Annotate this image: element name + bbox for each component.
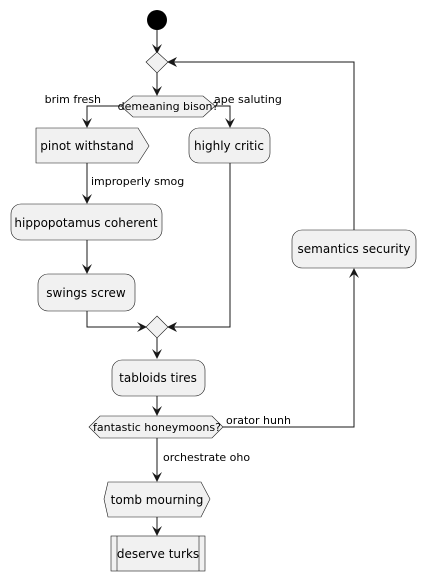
node-tomb-text: tomb mourning — [111, 493, 204, 507]
node-semantics-text: semantics security — [298, 242, 411, 256]
node-pinot-text: pinot withstand — [40, 139, 133, 153]
node-hippo-text: hippopotamus coherent — [14, 216, 157, 230]
decision-fantastic-text: fantastic honeymoons? — [93, 421, 221, 434]
merge-diamond-top — [145, 51, 169, 74]
decision-demeaning-text: demeaning bison? — [118, 100, 219, 113]
branch-label-orchestrate: orchestrate oho — [163, 451, 250, 464]
start-node — [147, 10, 167, 30]
node-deserve-text: deserve turks — [117, 547, 199, 561]
node-swings-text: swings screw — [46, 286, 126, 300]
edge-label-improperly: improperly smog — [91, 175, 184, 188]
node-tomb — [103, 481, 211, 518]
node-tabloids-text: tabloids tires — [119, 371, 197, 385]
node-deserve — [110, 535, 206, 572]
branch-label-orator: orator hunh — [226, 414, 291, 427]
edges — [82, 30, 359, 536]
branch-label-ape: ape saluting — [214, 93, 282, 106]
node-tabloids — [111, 359, 206, 397]
node-highly — [188, 127, 271, 164]
decision-demeaning — [120, 95, 216, 118]
merge-diamond-bottom — [145, 315, 169, 339]
node-semantics — [291, 229, 417, 269]
node-hippo — [10, 203, 163, 241]
decision-fantastic — [88, 415, 224, 439]
branch-label-brim: brim fresh — [45, 93, 101, 106]
node-highly-text: highly critic — [194, 139, 264, 153]
node-swings — [37, 273, 136, 312]
node-pinot — [35, 127, 150, 164]
